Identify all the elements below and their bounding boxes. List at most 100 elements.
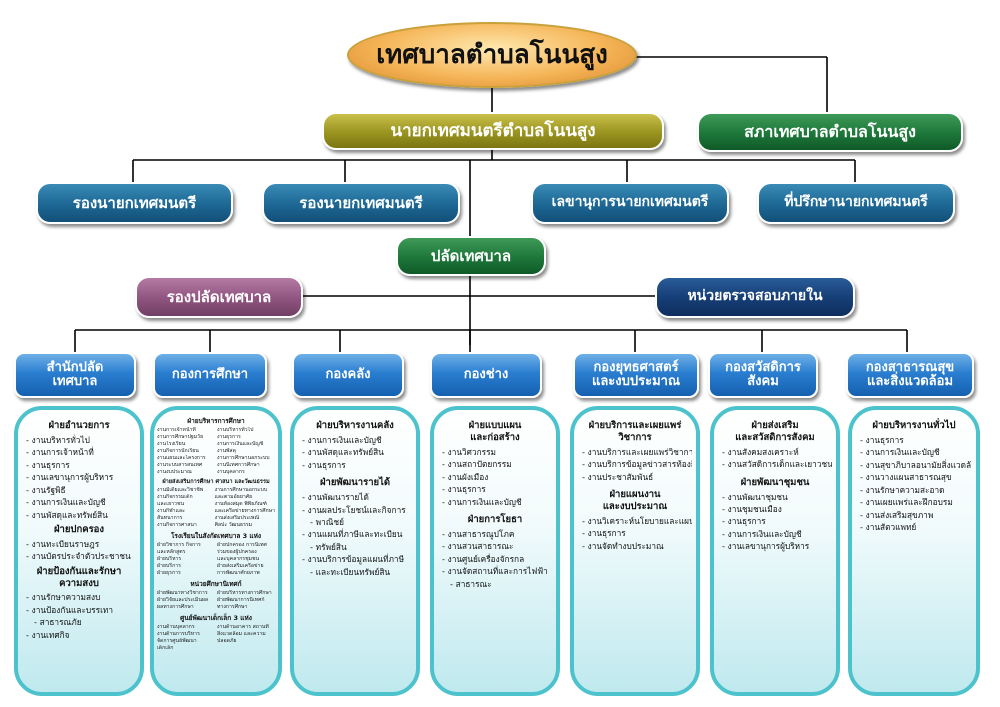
welfare-section-1-title-b: และสวัสดิการสังคม <box>735 431 815 443</box>
education-item: ฝ่ายธุรการ <box>157 570 181 577</box>
mayor-box: นายกเทศมนตรีตำบลโนนสูง <box>322 112 664 150</box>
office-panel: ฝ่ายอำนวยการ งานบริหารทั่วไป งานการเจ้าห… <box>14 406 144 696</box>
finance-item: งานการเงินและบัญชี <box>302 434 412 446</box>
mayor-label: นายกเทศมนตรีตำบลโนนสูง <box>390 120 596 141</box>
deputy-mayor-box-1: รองนายกเทศมนตรี <box>36 182 233 224</box>
health-item: งานธุรการ <box>860 434 972 446</box>
finance-item: งานผลประโยชน์และกิจการ <box>302 504 412 516</box>
education-item: งานด้านการบริหาร <box>157 631 200 638</box>
education-item: ฝ่ายบริหารทางการศึกษา <box>217 590 272 597</box>
office-section-3-title-b: ความสงบ <box>59 577 99 589</box>
education-item: งานกิจกรรมเด็ก <box>157 494 193 501</box>
education-item: ฝ่ายส่งเสริมเครือข่าย <box>217 563 264 570</box>
department-label-1a: สำนักปลัด <box>46 359 104 375</box>
health-item: งานเผยแพร่และฝึกอบรม <box>860 496 972 508</box>
engineering-item: งานธุรการ <box>442 483 552 495</box>
education-item: ปลอดภัย <box>217 638 237 645</box>
engineering-item: งานสาธารณูปโภค <box>442 528 552 540</box>
strategy-item: งานจัดทำงบประมาณ <box>582 540 692 552</box>
health-item: งานรักษาความสะอาด <box>860 484 972 496</box>
finance-item: พาณิชย์ <box>302 516 412 528</box>
education-item: ร่วมของผู้ปกครอง <box>217 549 257 556</box>
education-item: ฝ่ายบริหาร <box>157 556 182 563</box>
deputy-mayor-label-2: รองนายกเทศมนตรี <box>299 193 423 212</box>
strategy-item: งานประชาสัมพันธ์ <box>582 471 692 483</box>
health-panel: ฝ่ายบริหารงานทั่วไป งานธุรการ งานการเงิน… <box>848 406 980 696</box>
education-item: งานห้องสมุด พิพิธภัณฑ์ <box>214 501 267 508</box>
office-item: งานป้องกันและบรรเทา <box>26 604 136 616</box>
welfare-item: งานการเงินและบัญชี <box>722 528 832 540</box>
office-item: งานการเงินและบัญชี <box>26 496 136 508</box>
education-item: งานมีเดียและวิชาชีพ <box>157 487 204 494</box>
education-section-3-title: โรงเรียนในสังกัดเทศบาล 3 แห่ง <box>170 532 262 541</box>
education-item: งานการเจ้าหน้าที่ <box>157 427 196 433</box>
education-item: ฝ่ายวิจัยและประเมินผล <box>157 597 209 604</box>
office-item: งานการเจ้าหน้าที่ <box>26 446 136 458</box>
education-section-1-title: ฝ่ายบริหารการศึกษา <box>187 417 245 425</box>
office-item: งานเทศกิจ <box>26 629 136 641</box>
office-item: งานธุรการ <box>26 459 136 471</box>
municipal-clerk-box: ปลัดเทศบาล <box>396 236 546 276</box>
department-label-7b: และสิ่งแวดล้อม <box>866 374 954 389</box>
education-item: งานด้านบุคลากร <box>157 624 195 631</box>
department-label-4: กองช่าง <box>463 366 509 382</box>
education-item: งานการเงินและบัญชี <box>217 441 264 448</box>
department-label-1b: เทศบาล <box>52 374 98 389</box>
welfare-item: งานพัฒนาชุมชน <box>722 491 832 503</box>
department-label-5b: และงบประมาณ <box>591 374 681 389</box>
health-item: งานสัตวแพทย์ <box>860 521 972 533</box>
office-item: งานบัตรประจำตัวประชาชน <box>26 550 136 562</box>
education-panel: ฝ่ายบริหารการศึกษา งานการเจ้าหน้าที่ งาน… <box>150 406 282 696</box>
strategy-item: งานบริการข้อมูลข่าวสารท้องถิ่น <box>582 458 692 470</box>
department-label-5a: กองยุทธศาสตร์ <box>593 359 679 375</box>
welfare-item: งานชุมชนเมือง <box>722 503 832 515</box>
education-item: งานการศึกษานอกระบบ <box>217 455 270 462</box>
finance-panel: ฝ่ายบริหารงานคลัง งานการเงินและบัญชี งาน… <box>290 406 420 696</box>
engineering-item: งานการเงินและบัญชี <box>442 496 552 508</box>
education-item: ฝ่ายพัฒนาทางวิชาการ <box>157 590 208 597</box>
education-item: งานระบบสารสนเทศ <box>157 462 203 469</box>
education-item: ฝ่ายพัฒนาการนิเทศก์ <box>217 597 265 604</box>
department-label-6a: กองสวัสดิการ <box>725 359 801 375</box>
internal-audit-box: หน่วยตรวจสอบภายใน <box>655 276 855 318</box>
deputy-clerk-box: รองปลัดเทศบาล <box>135 276 303 318</box>
education-item: งานบุคลากร <box>217 469 245 476</box>
office-section-3-title-a: ฝ่ายป้องกันและรักษา <box>36 565 122 577</box>
welfare-panel: ฝ่ายส่งเสริม และสวัสดิการสังคม งานสังคมส… <box>710 406 840 696</box>
education-item: งานกิจการศาสนา <box>157 522 197 529</box>
department-box-strategy: กองยุทธศาสตร์ และงบประมาณ <box>573 352 699 398</box>
health-item: งานส่งเสริมสุขภาพ <box>860 509 972 521</box>
strategy-section-1-title-a: ฝ่ายบริการและเผยแพร่ <box>588 420 682 431</box>
finance-section-2-title: ฝ่ายพัฒนารายได้ <box>319 477 391 489</box>
engineering-item: งานจัดสถานที่และการไฟฟ้า <box>442 565 552 577</box>
education-item: ทางการศึกษา <box>217 604 248 611</box>
engineering-item: สาธารณะ <box>442 578 552 590</box>
finance-item: ทรัพย์สิน <box>302 541 412 553</box>
finance-item: งานพัฒนารายได้ <box>302 491 412 503</box>
education-item: งานการศึกษานอกระบบ <box>214 487 268 494</box>
engineering-section-1-title-b: และก่อสร้าง <box>470 431 520 443</box>
strategy-section-1-title-b: วิชาการ <box>618 431 652 443</box>
department-box-engineering: กองช่าง <box>430 352 542 398</box>
finance-section-1-title: ฝ่ายบริหารงานคลัง <box>316 420 394 431</box>
strategy-section-2-title-a: ฝ่ายแผนงาน <box>609 489 661 501</box>
finance-item: งานบริการข้อมูลแผนที่ภาษี <box>302 553 412 565</box>
council-label: สภาเทศบาลตำบลโนนสูง <box>744 122 916 142</box>
department-label-3: กองคลัง <box>325 366 371 382</box>
education-item: งานด้านอาคาร สถานที่ <box>217 624 269 631</box>
health-item: งานการเงินและบัญชี <box>860 446 972 458</box>
strategy-item: งานวิเคราะห์นโยบายและแผน <box>582 515 692 527</box>
engineering-item: งานผังเมือง <box>442 471 552 483</box>
advisor-label: ที่ปรึกษานายกเทศมนตรี <box>784 194 928 211</box>
education-item: งานโรงเรียน <box>157 441 186 448</box>
health-section-1-title: ฝ่ายบริหารงานทั่วไป <box>872 420 956 431</box>
deputy-mayor-box-2: รองนายกเทศมนตรี <box>262 182 460 224</box>
engineering-item: งานสถาปัตยกรรม <box>442 458 552 470</box>
department-box-finance: กองคลัง <box>292 352 404 398</box>
office-item: สาธารณภัย <box>26 616 136 628</box>
education-section-4-title: หน่วยศึกษานิเทศก์ <box>190 580 242 589</box>
education-item: งานส่งเสริมประเพณี <box>214 515 260 522</box>
secretary-box: เลขานุการนายกเทศมนตรี <box>531 182 729 224</box>
education-item: และหลักสูตร <box>157 549 186 556</box>
advisor-box: ที่ปรึกษานายกเทศมนตรี <box>757 182 955 224</box>
